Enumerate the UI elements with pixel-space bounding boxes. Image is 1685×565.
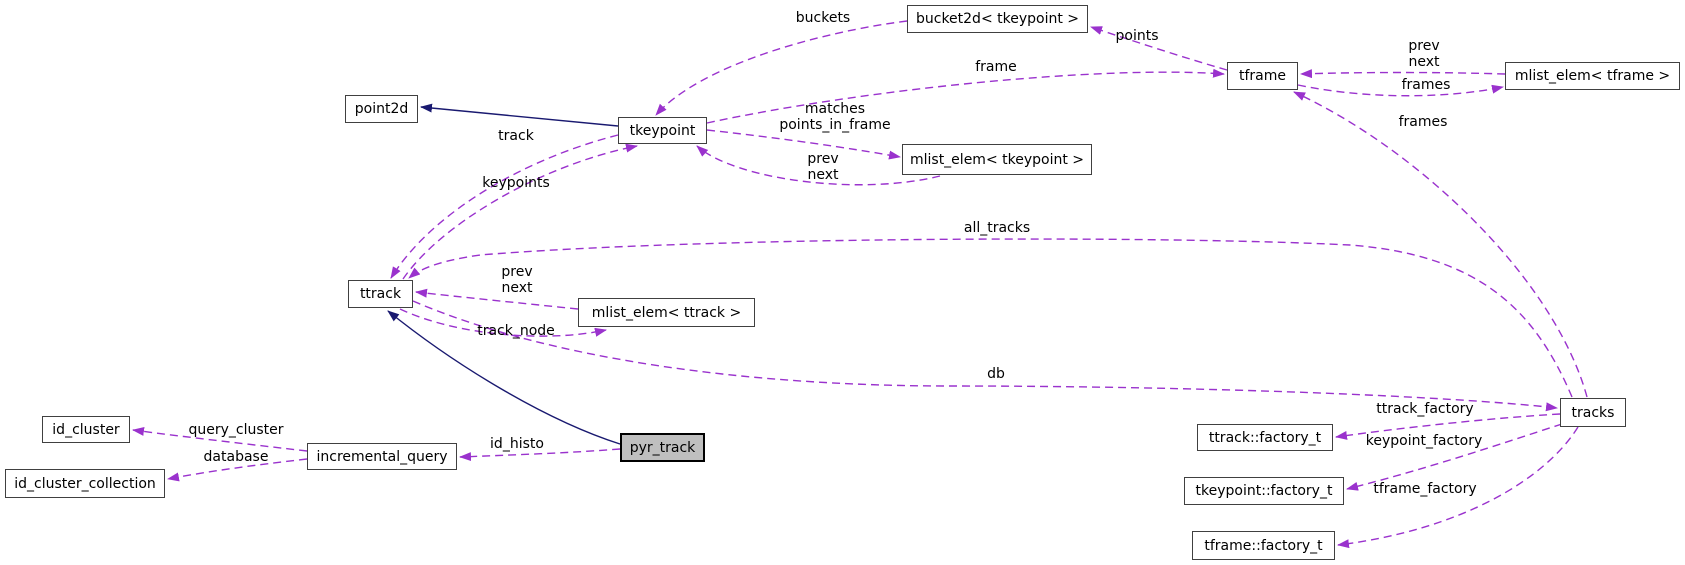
node-mlist-elem-tkeypoint[interactable]: mlist_elem< tkeypoint >: [902, 144, 1092, 175]
edge-inherit-tkeypoint-point2d-line: [420, 103, 619, 127]
edge-keypoint-factory-line: [1346, 423, 1563, 491]
node-point2d[interactable]: point2d: [345, 95, 418, 123]
node-id-cluster-collection[interactable]: id_cluster_collection: [5, 469, 165, 498]
edge-keypoints-line: [402, 143, 638, 280]
edge-points-line: [1090, 26, 1228, 71]
edge-matches-line: [706, 129, 901, 160]
edge-id-histo-line: [459, 448, 621, 462]
edge-inherit-pyrtrack-ttrack-line: [387, 310, 621, 445]
node-tframe-factory-t[interactable]: tframe::factory_t: [1192, 531, 1335, 560]
node-tracks[interactable]: tracks: [1560, 398, 1626, 427]
node-ttrack[interactable]: ttrack: [348, 280, 413, 308]
edge-database-line: [167, 458, 308, 482]
edge-track-node-line: [399, 308, 607, 337]
edge-query-cluster-line: [132, 427, 308, 452]
edge-tframe-factory-line: [1337, 426, 1579, 549]
node-ttrack-factory-t[interactable]: ttrack::factory_t: [1197, 424, 1333, 451]
edge-prev-next-tframe-line: [1300, 69, 1506, 79]
node-pyr-track-current: pyr_track: [620, 433, 705, 462]
node-tframe[interactable]: tframe: [1227, 62, 1298, 90]
edge-prev-next-ttrack-line: [415, 288, 579, 310]
node-id-cluster[interactable]: id_cluster: [42, 416, 130, 443]
node-mlist-elem-ttrack[interactable]: mlist_elem< ttrack >: [578, 298, 755, 327]
edge-ttrack-factory-line: [1335, 413, 1561, 440]
node-tkeypoint[interactable]: tkeypoint: [618, 117, 707, 144]
edge-frames-mlist-line: [1297, 84, 1504, 97]
edge-db-line: [412, 300, 1558, 412]
edge-buckets-line: [655, 20, 908, 116]
node-tkeypoint-factory-t[interactable]: tkeypoint::factory_t: [1184, 477, 1344, 505]
node-bucket2d-tkeypoint[interactable]: bucket2d< tkeypoint >: [907, 5, 1088, 33]
node-incremental-query[interactable]: incremental_query: [307, 443, 457, 470]
node-mlist-elem-tframe[interactable]: mlist_elem< tframe >: [1505, 62, 1680, 90]
edge-track-line: [390, 134, 619, 279]
edge-prev-next-tkeypoint-line: [696, 145, 941, 186]
edge-frame-line: [706, 68, 1225, 124]
edge-frames-tracks-line: [1293, 91, 1588, 398]
